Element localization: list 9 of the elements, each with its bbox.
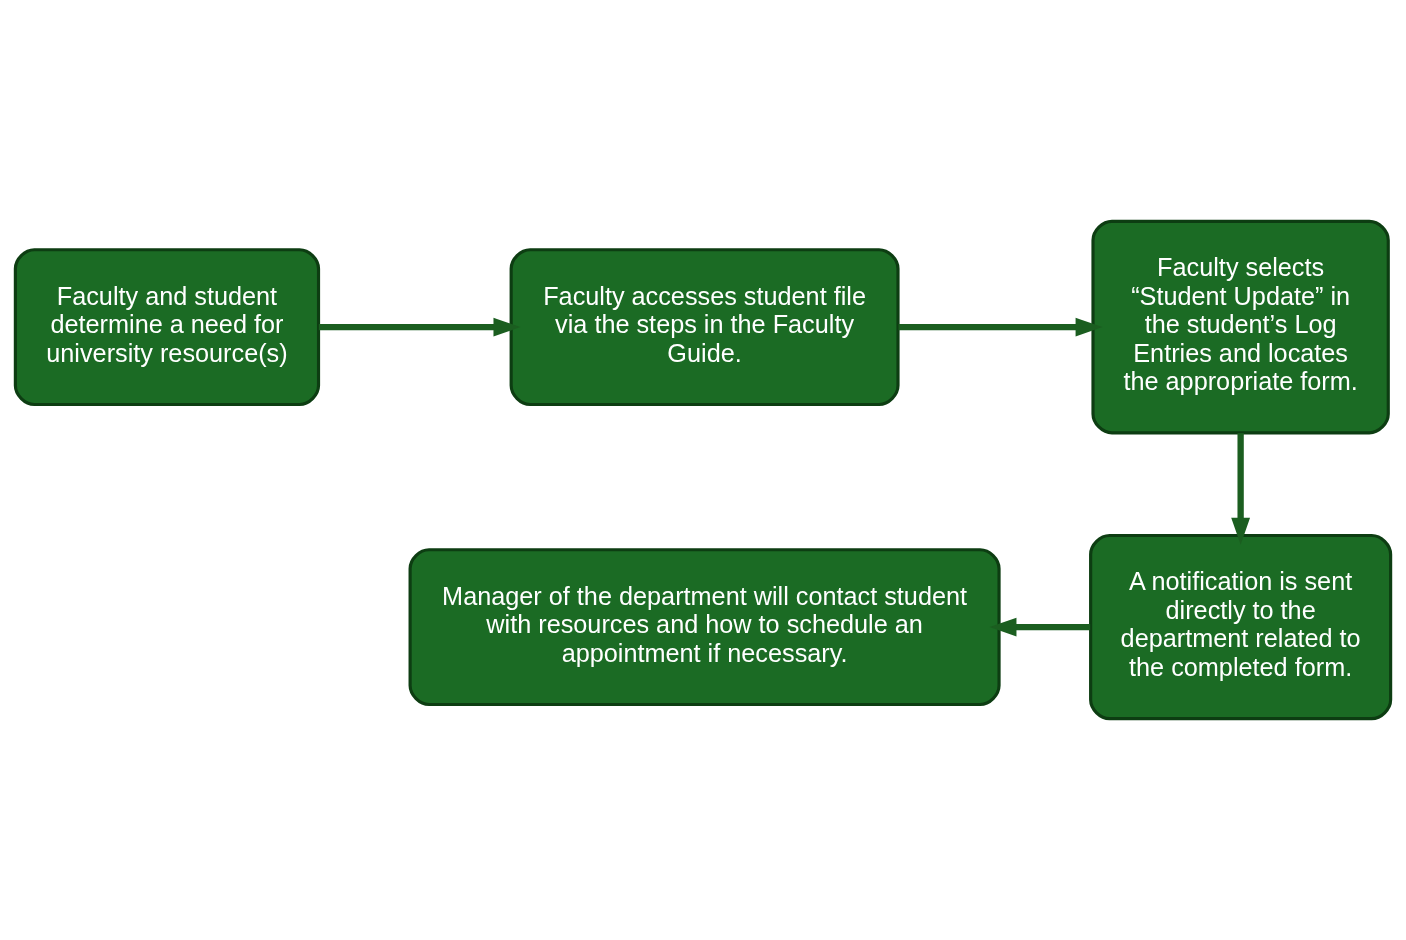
node-box: Faculty accesses student file via the steps in the Faculty Guide.: [509, 248, 900, 407]
arrow: [318, 317, 521, 337]
node-box: Manager of the department will contact student with resources and how to schedule an appointment if necessary.: [408, 548, 1001, 707]
node-box: A notification is sent directly to the department related to the completed form.: [1089, 533, 1393, 721]
node-box: Faculty selects “Student Update” in the student’s Log Entries and locates the appropriate form.: [1091, 219, 1390, 435]
arrow: [1231, 433, 1251, 545]
node-box: Faculty and student determine a need for university resource(s): [13, 248, 321, 407]
arrow: [989, 617, 1091, 637]
arrow: [898, 317, 1103, 337]
